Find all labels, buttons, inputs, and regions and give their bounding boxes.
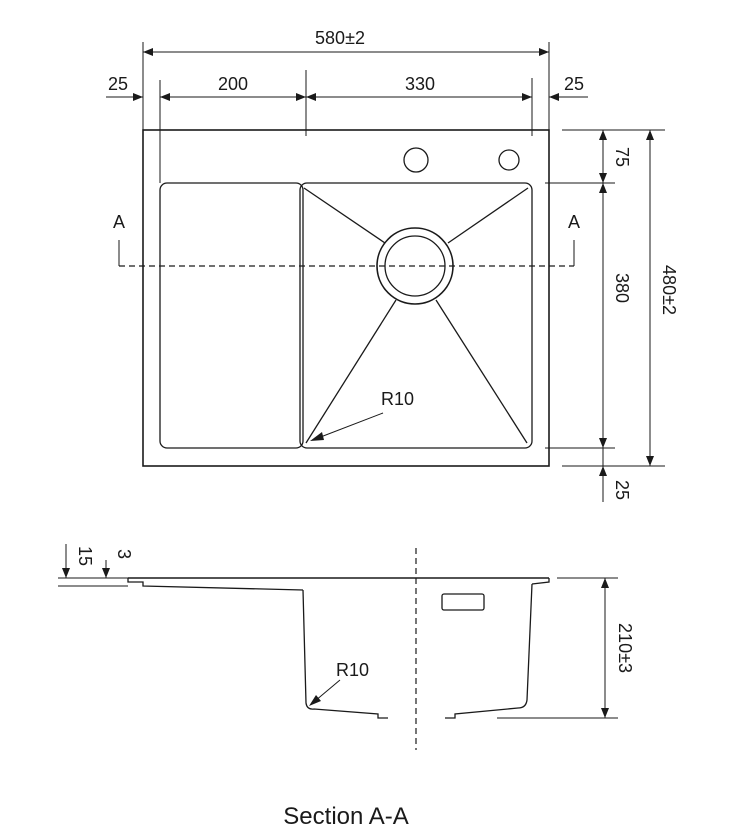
arrowhead: [306, 93, 316, 101]
arrowhead: [539, 48, 549, 56]
arrowhead: [143, 48, 153, 56]
dim-right-edge: 25: [564, 74, 584, 94]
dim-flange-thickness: 3: [114, 549, 134, 559]
arrowhead: [646, 130, 654, 140]
radius-leader-arrow: [310, 432, 324, 441]
overflow-slot: [441, 593, 485, 611]
arrowhead: [599, 130, 607, 140]
bowl-wall-right: [445, 583, 533, 719]
dim-drainboard-width: 200: [218, 74, 248, 94]
slope-line-top-right: [447, 187, 529, 244]
arrowhead: [599, 173, 607, 183]
section-view: R10 210±3 15 3 Section A-A: [58, 544, 635, 830]
arrowhead: [160, 93, 170, 101]
section-title: Section A-A: [283, 803, 408, 830]
slope-line-bottom-right: [435, 299, 528, 444]
dim-bowl-depth: 380: [612, 273, 632, 303]
arrowhead: [522, 93, 532, 101]
dim-bowl-height: 210±3: [615, 623, 635, 673]
arrowhead: [599, 183, 607, 193]
top-view: A A R10 580±2 25 200 330 25: [106, 28, 679, 502]
arrowhead: [599, 466, 607, 476]
arrowhead: [599, 438, 607, 448]
arrowhead: [646, 456, 654, 466]
arrowhead: [133, 93, 143, 101]
arrowhead: [296, 93, 306, 101]
radius-leader-section-arrow: [309, 695, 321, 706]
bowl-wall-left: [302, 589, 388, 719]
flange-right-lip: [531, 578, 550, 585]
flange-left-lip: [127, 578, 304, 591]
faucet-hole-right: [498, 149, 520, 171]
radius-label-section: R10: [336, 660, 369, 680]
dim-top-edge: 75: [612, 147, 632, 167]
radius-leader-section: [314, 679, 341, 702]
arrowhead: [549, 93, 559, 101]
dim-bowl-width: 330: [405, 74, 435, 94]
dim-bottom-edge: 25: [612, 480, 632, 500]
section-marker-right: A: [568, 212, 580, 232]
radius-leader: [317, 412, 384, 439]
radius-label-top: R10: [381, 389, 414, 409]
slope-line-top-left: [303, 187, 386, 244]
dim-overall-depth: 480±2: [659, 265, 679, 315]
arrowhead: [62, 568, 70, 578]
faucet-hole-left: [403, 147, 429, 173]
sink-outline: [142, 129, 550, 467]
dim-flange-height: 15: [75, 546, 95, 566]
arrowhead: [102, 568, 110, 578]
arrowhead: [601, 708, 609, 718]
arrowhead: [601, 578, 609, 588]
slope-line-bottom-left: [305, 299, 397, 444]
section-marker-left: A: [113, 212, 125, 232]
drainboard-outline: [159, 182, 304, 449]
dim-left-edge: 25: [108, 74, 128, 94]
bowl-outline: [299, 182, 533, 449]
dim-overall-width: 580±2: [315, 28, 365, 48]
